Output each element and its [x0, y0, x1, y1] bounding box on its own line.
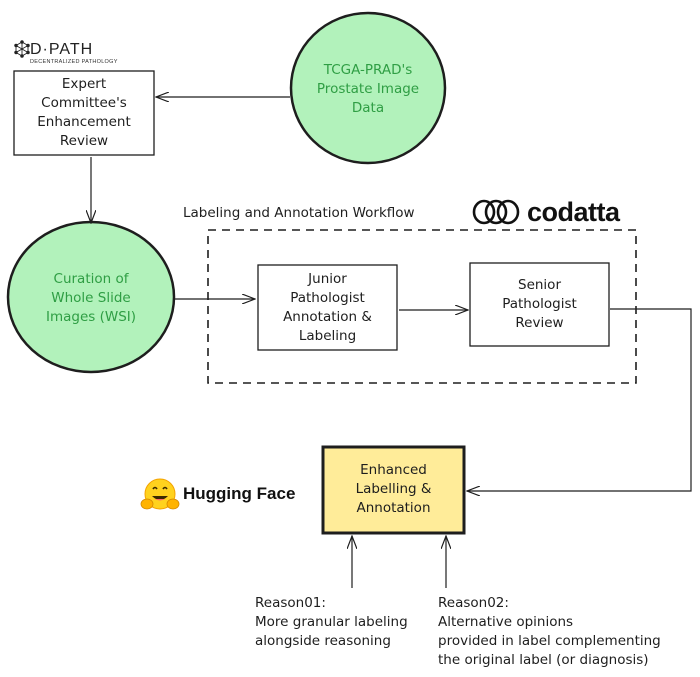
enhanced-line-3: Annotation [356, 500, 431, 516]
tcga-line-2: Prostate Image [316, 81, 420, 97]
expert-line-1: Expert [61, 76, 107, 92]
senior-line-2: Pathologist [502, 296, 577, 312]
curation-line-2: Whole Slide [51, 290, 131, 306]
workflow-title: Labeling and Annotation Workflow [183, 205, 415, 221]
dpath-logo-tagline: DECENTRALIZED PATHOLOGY [30, 59, 118, 65]
reason1-text: Reason01: More granular labeling alongsi… [255, 594, 408, 651]
arrow-senior-to-enhanced [467, 308, 692, 491]
codatta-rings-icon [472, 199, 520, 225]
dpath-hexagon-icon [14, 40, 30, 58]
curation-line-1: Curation of [53, 271, 129, 287]
workflow-container [207, 229, 637, 384]
hugging-face-emoji-icon [140, 478, 180, 510]
junior-pathologist-node [257, 264, 398, 351]
junior-label: Junior Pathologist Annotation & Labeling [258, 270, 397, 346]
enhanced-line-2: Labelling & [355, 481, 432, 497]
reason1-title: Reason01: [255, 595, 326, 611]
tcga-label: TCGA-PRAD's Prostate Image Data [298, 61, 438, 118]
enhanced-line-1: Enhanced [360, 462, 427, 478]
senior-line-3: Review [515, 315, 564, 331]
junior-line-2: Pathologist [290, 290, 365, 306]
senior-line-1: Senior [518, 277, 561, 293]
reason2-text: Reason02: Alternative opinions provided … [438, 594, 661, 670]
reason2-title: Reason02: [438, 595, 509, 611]
expert-review-node [13, 70, 155, 156]
hugging-face-logo-name: Hugging Face [183, 484, 296, 503]
senior-label: Senior Pathologist Review [470, 276, 609, 333]
tcga-line-3: Data [351, 100, 385, 116]
expert-line-3: Enhancement [37, 114, 131, 130]
junior-line-1: Junior [308, 271, 347, 287]
reason1-line-2: alongside reasoning [255, 633, 391, 649]
tcga-data-node [289, 11, 447, 165]
expert-label: Expert Committee's Enhancement Review [14, 75, 154, 151]
reason1-line-1: More granular labeling [255, 614, 408, 630]
enhanced-annotation-node [321, 445, 466, 535]
senior-pathologist-node [469, 262, 610, 347]
expert-line-2: Committee's [41, 95, 127, 111]
reason2-line-3: the original label (or diagnosis) [438, 652, 649, 668]
junior-line-3: Annotation & [283, 309, 372, 325]
enhanced-label: Enhanced Labelling & Annotation [323, 461, 464, 518]
junior-line-4: Labeling [298, 328, 357, 344]
reason2-line-1: Alternative opinions [438, 614, 574, 630]
dpath-logo-name: D·PATH [30, 41, 94, 58]
tcga-line-1: TCGA-PRAD's [323, 62, 413, 78]
curation-line-3: Images (WSI) [45, 309, 137, 325]
curation-label: Curation of Whole Slide Images (WSI) [21, 270, 161, 327]
expert-line-4: Review [59, 133, 109, 149]
codatta-logo-name: codatta [527, 197, 620, 227]
reason2-line-2: provided in label complementing [438, 633, 661, 649]
